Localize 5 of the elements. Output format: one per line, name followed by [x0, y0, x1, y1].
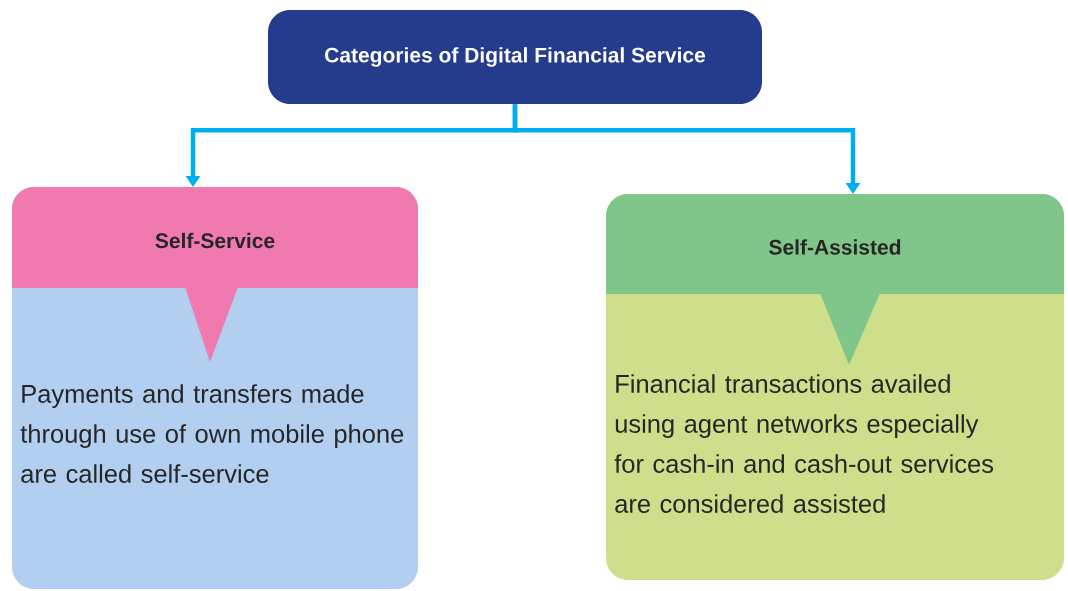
card-text: Financial transactions availed using agent networks especially for cash-in and cash-out services are considered assisted — [614, 374, 994, 513]
card-text: Payments and transfers made through use of own mobile phone are called self-service — [20, 384, 404, 483]
title-box: Categories of Digital Financial Service — [268, 10, 762, 104]
card-heading: Self-Assisted — [769, 239, 901, 255]
card-heading: Self-Service — [155, 232, 275, 249]
